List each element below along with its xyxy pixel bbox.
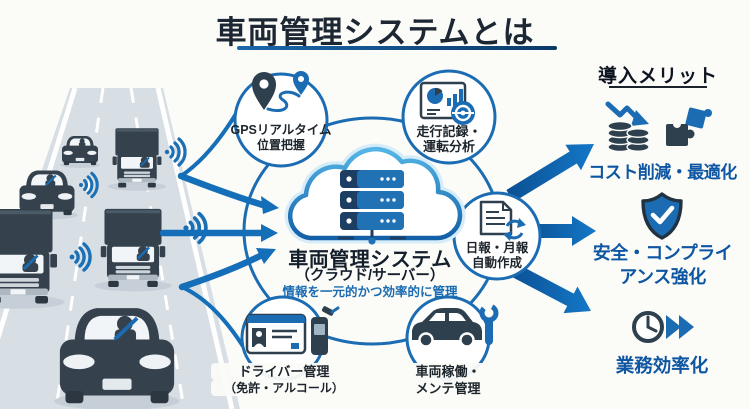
benefit-compliance-line: 安全・コンプライ <box>592 243 733 263</box>
node-label-line: 車両稼働・ <box>398 363 498 381</box>
node-label-line: （免許・アルコール） <box>211 380 357 397</box>
benefit-cost-label: コスト削減・最適化 <box>588 163 737 182</box>
node-label-line: 走行記録・ <box>416 124 482 139</box>
hub-title: 車両管理システム <box>288 249 452 271</box>
server-stack-icon <box>338 170 406 245</box>
clock-fast-forward-icon <box>632 311 694 343</box>
truck-icon <box>107 128 167 191</box>
map-pin-route-icon <box>252 71 309 113</box>
car-small-icon <box>59 135 101 168</box>
node-label-driver: ドライバー管理 （免許・アルコール） <box>211 363 357 397</box>
truck-icon <box>94 208 172 292</box>
node-label-maintenance: 車両稼働・ メンテ管理 <box>398 363 498 398</box>
node-label-line: 自動作成 <box>471 255 522 270</box>
hub-caption: 情報を一元的かつ効率的に管理 <box>282 285 458 299</box>
node-label-gps: GPSリアルタイム 位置把握 <box>221 123 341 152</box>
document-sync-icon <box>479 200 526 241</box>
node-label-driving: 走行記録・ 運転分析 <box>389 124 509 155</box>
node-label-line: 位置把握 <box>256 137 305 152</box>
page-title: 車両管理システムとは <box>215 15 535 50</box>
wifi-signal-icon <box>69 242 92 272</box>
benefit-compliance-label: 安全・コンプライ アンス強化 <box>580 242 745 290</box>
node-label-line: ドライバー管理 <box>211 363 357 381</box>
node-label-line: GPSリアルタイム <box>230 123 332 137</box>
benefits-heading: 導入メリット <box>598 66 719 87</box>
cloud-server-icon <box>284 143 466 245</box>
benefit-arrows <box>506 144 596 314</box>
shield-check-icon <box>641 192 683 240</box>
car-large-icon <box>54 308 180 409</box>
truck-icon <box>0 209 65 309</box>
chart-steering-wheel-icon <box>419 81 475 125</box>
node-label-line: 運転分析 <box>422 139 475 155</box>
node-label-line: メンテ管理 <box>398 380 498 398</box>
title-underline <box>237 46 557 50</box>
hub-subtitle: （クラウド/サーバー） <box>295 268 445 284</box>
node-label-line: 日報・月報 <box>465 241 529 255</box>
car-wrench-icon <box>412 303 499 348</box>
wifi-signal-icon <box>164 137 187 167</box>
coins-decrease-puzzle-icon <box>605 101 712 153</box>
node-label-report: 日報・月報 自動作成 <box>447 241 547 271</box>
benefit-compliance-line: アンス強化 <box>619 266 706 287</box>
license-breathalyzer-icon <box>245 306 340 355</box>
benefit-efficiency-label: 業務効率化 <box>615 355 709 376</box>
benefits-heading-underline <box>609 86 707 88</box>
